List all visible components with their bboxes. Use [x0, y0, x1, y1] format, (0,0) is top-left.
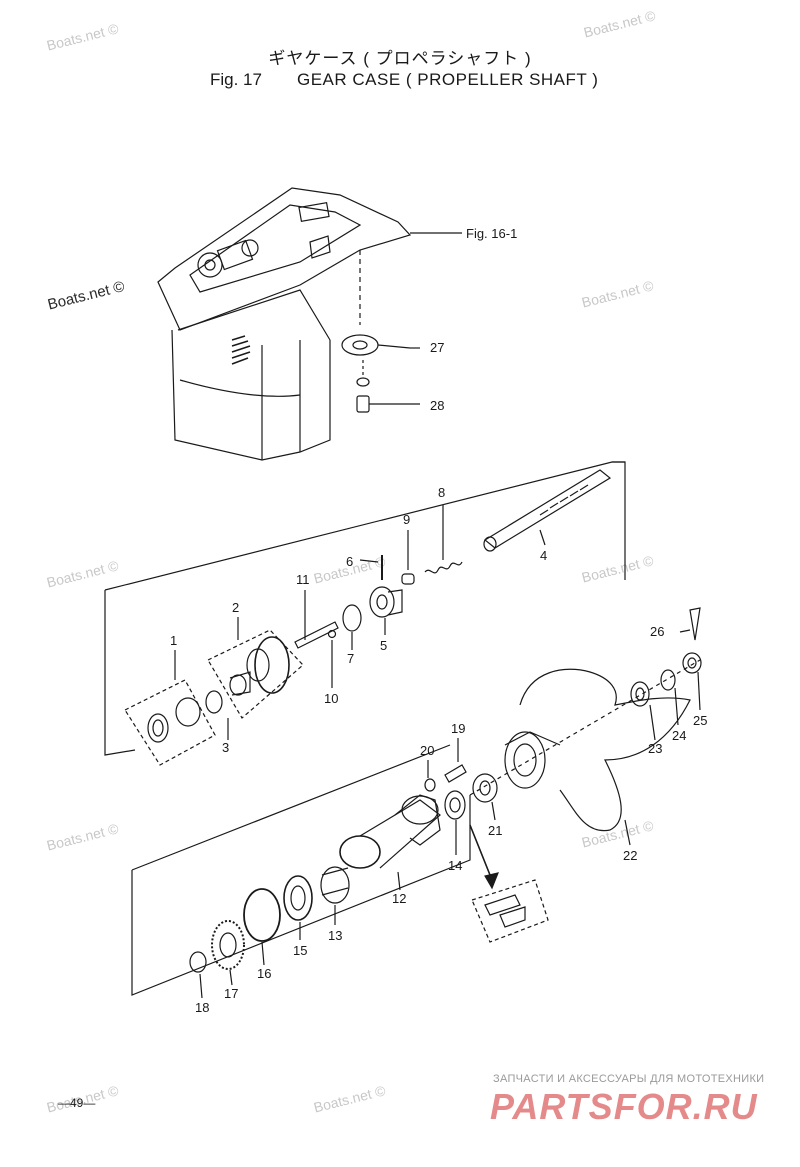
part-10-ball: [327, 629, 337, 639]
callout-4: 4: [540, 548, 547, 563]
title-japanese: ギヤケース ( プロペラシャフト ): [268, 49, 532, 68]
part-11-plunger: [294, 590, 339, 649]
part-25-nut: [682, 652, 702, 711]
part-7-ring: [342, 604, 362, 650]
part-19-bolt: [444, 738, 467, 783]
part-4-propeller-shaft: [483, 469, 612, 552]
figure-label: Fig. 17: [210, 70, 262, 89]
part-1-bearing-group: [124, 650, 216, 766]
callout-27: 27: [430, 340, 444, 355]
callout-21: 21: [488, 823, 502, 838]
detail-inset: [471, 879, 549, 943]
callout-3: 3: [222, 740, 229, 755]
gear-case-housing: [157, 187, 462, 461]
callout-8: 8: [438, 485, 445, 500]
part-6-pin: [359, 555, 383, 580]
callout-14: 14: [448, 858, 462, 873]
callout-7: 7: [347, 651, 354, 666]
part-21-seal: [472, 773, 498, 821]
callout-5: 5: [380, 638, 387, 653]
callout-23: 23: [648, 741, 662, 756]
callout-28: 28: [430, 398, 444, 413]
part-8-spring: [424, 505, 463, 574]
part-18-washer: [189, 951, 207, 999]
callout-19: 19: [451, 721, 465, 736]
part-22-propeller: [504, 668, 691, 846]
callout-24: 24: [672, 728, 686, 743]
callout-13: 13: [328, 928, 342, 943]
part-16-o-ring: [243, 888, 281, 966]
callout-25: 25: [693, 713, 707, 728]
callout-12: 12: [392, 891, 406, 906]
part-27-anode: [341, 334, 420, 356]
callout-22: 22: [623, 848, 637, 863]
part-9-pin: [401, 530, 415, 585]
part-23-spacer: [630, 681, 656, 741]
callout-20: 20: [420, 743, 434, 758]
reference-fig-16-1: Fig. 16-1: [466, 226, 517, 241]
page-number: —49—: [58, 1096, 96, 1110]
part-15-bearing: [283, 875, 313, 940]
part-20-washer: [424, 760, 436, 792]
callout-16: 16: [257, 966, 271, 981]
brand-logo: PARTSFOR.RU: [490, 1086, 758, 1127]
callout-17: 17: [224, 986, 238, 1001]
part-3-shim: [205, 690, 229, 740]
part-24-washer: [660, 669, 679, 726]
brand-tagline: ЗАПЧАСТИ И АКСЕССУАРЫ ДЛЯ МОТОТЕХНИКИ: [493, 1073, 765, 1085]
part-12-bearing-housing: [339, 794, 441, 891]
part-28-bolt: [356, 360, 420, 413]
part-13-bearing: [320, 866, 350, 925]
callout-10: 10: [324, 691, 338, 706]
part-26-cotter-pin: [679, 607, 701, 641]
callout-6: 6: [346, 554, 353, 569]
callout-2: 2: [232, 600, 239, 615]
callout-18: 18: [195, 1000, 209, 1015]
callout-26: 26: [650, 624, 664, 639]
part-14-seal: [444, 790, 499, 890]
part-5-clutch: [369, 586, 403, 635]
callout-labels: 1 2 3 4 5 6 7 8 9 10 11 12 13 14 15 16 1…: [170, 226, 707, 1015]
callout-15: 15: [293, 943, 307, 958]
callout-1: 1: [170, 633, 177, 648]
part-2-gear-group: [207, 617, 304, 719]
callout-11: 11: [296, 572, 310, 587]
page-title: GEAR CASE ( PROPELLER SHAFT ): [297, 70, 599, 89]
callout-9: 9: [403, 512, 410, 527]
part-17-reverse-gear: [211, 920, 245, 986]
